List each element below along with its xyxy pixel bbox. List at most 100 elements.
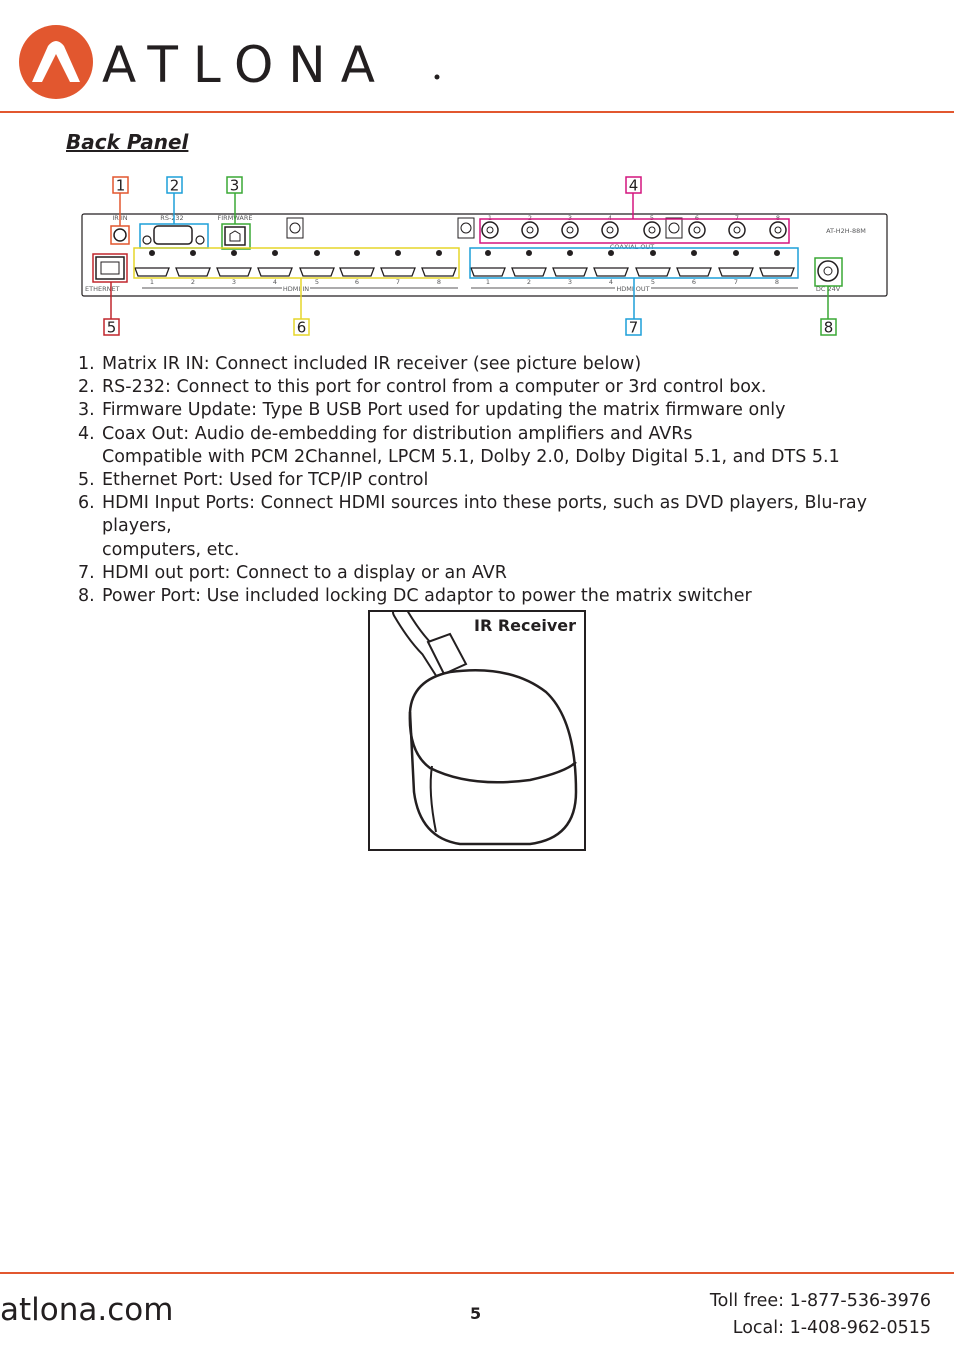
coax-port-number: 4 — [608, 214, 612, 222]
ethernet-highlight — [92, 253, 128, 283]
hdmi-out-port-number: 1 — [486, 278, 490, 286]
coax-out-jack-center — [526, 226, 534, 234]
hdmi-out-port — [718, 267, 754, 277]
list-item: 4. Coax Out: Audio de-embedding for distr… — [78, 423, 908, 469]
hdmi-out-port — [470, 267, 506, 277]
hdmi-led — [650, 250, 656, 256]
list-item-text: HDMI out port: Connect to a display or a… — [102, 562, 908, 585]
hdmi-in-port-number: 5 — [315, 278, 319, 286]
hdmi-in-port-number: 6 — [355, 278, 359, 286]
feature-list: 1. Matrix IR IN: Connect included IR rece… — [78, 353, 908, 608]
list-item-text: Matrix IR IN: Connect included IR receiv… — [102, 353, 908, 376]
hdmi-in-label: HDMI IN — [283, 285, 309, 293]
coax-port-number: 6 — [695, 214, 699, 222]
list-item-number: 1. — [78, 354, 95, 374]
list-item-number: 8. — [78, 586, 95, 607]
callout-badge — [293, 318, 310, 336]
hdmi-out-port-number: 2 — [527, 278, 531, 286]
coax-out-jack-center — [648, 226, 656, 234]
coax-out-jack-center — [733, 226, 741, 234]
firmware-highlight — [221, 223, 251, 250]
hdmi-in-port-number: 7 — [396, 278, 400, 286]
coax-out-jack-center — [566, 226, 574, 234]
callout-number: 5 — [107, 319, 117, 337]
list-item: 6. HDMI Input Ports: Connect HDMI sources… — [78, 492, 908, 562]
list-item-line: RS-232: Connect to this port for control… — [102, 377, 767, 398]
page-header: ATLONA — [0, 0, 954, 112]
hdmi-in-port — [299, 267, 335, 277]
hdmi-in-port-number: 1 — [150, 278, 154, 286]
rs232-label: RS-232 — [160, 214, 183, 222]
model-label: AT-H2H-88M — [826, 227, 866, 235]
hdmi-out-port — [635, 267, 671, 277]
footer-rule — [0, 1272, 954, 1274]
hdmi-in-port — [380, 267, 416, 277]
hdmi-out-port-number: 8 — [775, 278, 779, 286]
footer-website: atlona.com — [0, 1292, 174, 1328]
local-number: Local: 1-408-962-0515 — [732, 1318, 931, 1338]
dc-power-jack — [817, 260, 839, 282]
atlona-arch-logo-icon: ATLONA — [19, 25, 440, 99]
coax-port-number: 2 — [528, 214, 532, 222]
logo-wordmark: ATLONA — [102, 36, 390, 94]
list-item-line: Coax Out: Audio de-embedding for distrib… — [102, 423, 693, 444]
hdmi-led — [231, 250, 237, 256]
list-item-line: Ethernet Port: Used for TCP/IP control — [102, 470, 429, 491]
hdmi-led — [272, 250, 278, 256]
hdmi-in-port-number: 4 — [273, 278, 277, 286]
coax-port-number: 5 — [650, 214, 654, 222]
ir-in-jack — [113, 228, 127, 242]
list-item-text: RS-232: Connect to this port for control… — [102, 376, 908, 399]
callout-number: 2 — [170, 177, 180, 195]
hdmi-led — [567, 250, 573, 256]
hdmi-led — [436, 250, 442, 256]
hdmi-led — [354, 250, 360, 256]
hdmi-out-port-number: 6 — [692, 278, 696, 286]
callout-number: 4 — [629, 177, 639, 195]
usb-b-port — [224, 226, 246, 246]
hdmi-in-port-number: 3 — [232, 278, 236, 286]
list-item-text: HDMI Input Ports: Connect HDMI sources i… — [102, 492, 908, 562]
ir-receiver-figure: IR Receiver — [368, 610, 586, 851]
hdmi-led — [733, 250, 739, 256]
hdmi-out-port-number: 4 — [609, 278, 613, 286]
callout-number: 3 — [230, 177, 240, 195]
list-item-number: 7. — [78, 562, 95, 583]
coaxial-out-label: COAXIAL OUT — [610, 243, 654, 251]
callout-number: 6 — [297, 319, 307, 337]
coax-out-jack-center — [606, 226, 614, 234]
callout-badge — [625, 176, 642, 194]
hdmi-out-port — [511, 267, 547, 277]
list-item-text: Power Port: Use included locking DC adap… — [102, 585, 908, 608]
hdmi-out-port-number: 3 — [568, 278, 572, 286]
ground-screw — [289, 222, 301, 234]
callout-number: 7 — [629, 319, 639, 337]
rs232-port — [153, 225, 193, 245]
hdmi-led — [485, 250, 491, 256]
ethernet-label: ETHERNET — [85, 285, 120, 293]
ground-screw — [460, 222, 472, 234]
coax-out-jack-center — [774, 226, 782, 234]
page-number: 5 — [470, 1304, 482, 1323]
ethernet-port — [95, 256, 125, 280]
callout-badge — [820, 318, 837, 336]
hdmi-in-port-number: 8 — [437, 278, 441, 286]
list-item: 5.Ethernet Port: Used for TCP/IP control — [78, 469, 908, 492]
list-item-number: 2. — [78, 377, 95, 398]
list-item-number: 6. — [78, 493, 95, 514]
hdmi-led — [149, 250, 155, 256]
hdmi-out-port — [593, 267, 629, 277]
hdmi-in-port — [257, 267, 293, 277]
dc-power-jack-center — [823, 266, 833, 276]
list-item-text: Firmware Update: Type B USB Port used fo… — [102, 399, 908, 422]
hdmi-led — [314, 250, 320, 256]
callout-badge — [112, 176, 129, 194]
list-item-number: 4. — [78, 423, 95, 444]
coax-port-number: 7 — [735, 214, 739, 222]
ground-screw — [668, 222, 680, 234]
coax-out-jack-center — [486, 226, 494, 234]
hdmi-in-port — [134, 267, 170, 277]
section-title: Back Panel — [66, 130, 189, 154]
hdmi-led — [526, 250, 532, 256]
hdmi-out-port-number: 5 — [651, 278, 655, 286]
